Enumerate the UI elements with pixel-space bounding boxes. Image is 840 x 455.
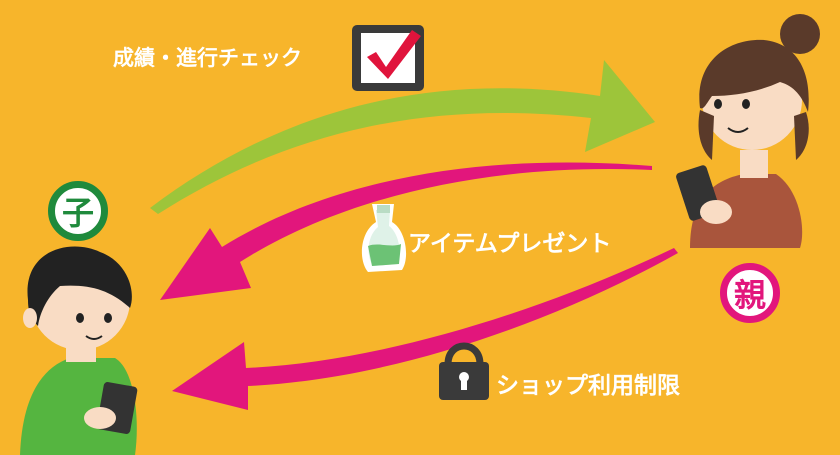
padlock-icon bbox=[439, 342, 489, 400]
checkbox-icon bbox=[352, 25, 424, 91]
arrow-check-progress bbox=[150, 60, 655, 214]
check-progress-label: 成績・進行チェック bbox=[113, 46, 302, 70]
parent-badge: 親 bbox=[720, 263, 780, 323]
item-gift-label: アイテムプレゼント bbox=[408, 231, 612, 257]
arrow-item-gift bbox=[160, 162, 652, 300]
parent-figure bbox=[676, 14, 820, 248]
arrow-shop-limit bbox=[172, 248, 678, 410]
child-badge: 子 bbox=[48, 181, 108, 241]
shop-limit-label: ショップ利用制限 bbox=[496, 373, 680, 399]
child-figure bbox=[20, 246, 138, 455]
potion-bottle-icon bbox=[361, 204, 407, 272]
